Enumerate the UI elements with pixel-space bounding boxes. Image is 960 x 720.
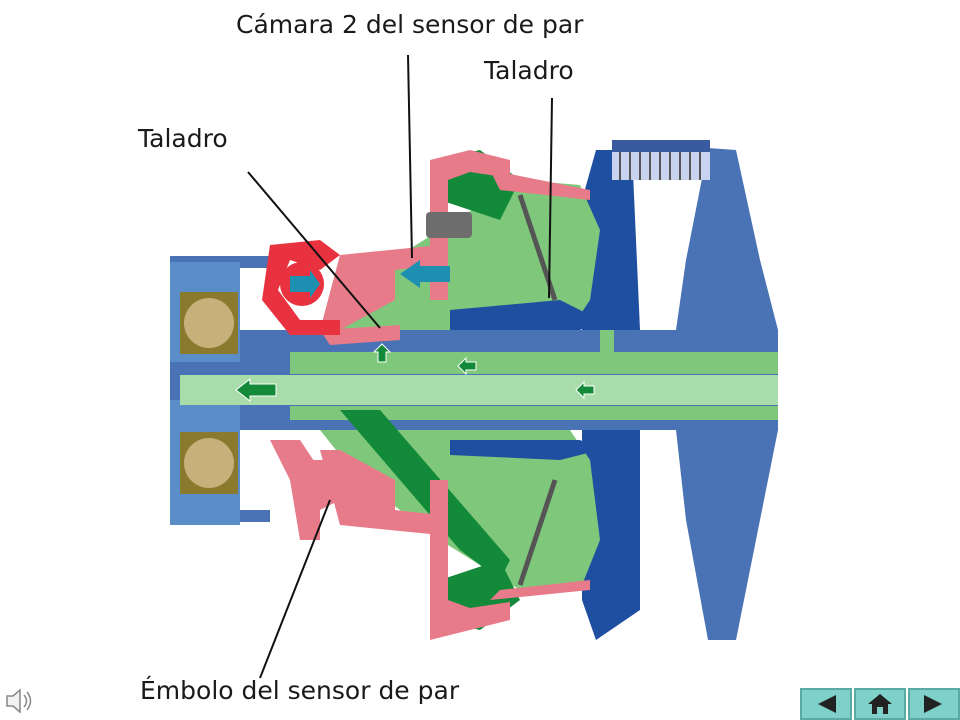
flow-arrows [235,260,595,403]
home-button[interactable] [854,688,906,720]
next-button[interactable] [908,688,960,720]
label-taladro-left: Taladro [138,124,228,153]
prev-button[interactable] [800,688,852,720]
label-embolo: Émbolo del sensor de par [140,676,460,705]
pulley-cross-section-diagram [170,54,778,679]
label-camara-2: Cámara 2 del sensor de par [236,10,584,39]
label-taladro-right: Taladro [484,56,574,85]
speaker-icon[interactable] [4,684,38,718]
seal [426,212,472,238]
triangle-left-icon [818,695,836,713]
bearings [180,292,238,494]
triangle-right-icon [924,695,942,713]
home-icon [868,694,892,714]
callout-lines [247,54,553,679]
